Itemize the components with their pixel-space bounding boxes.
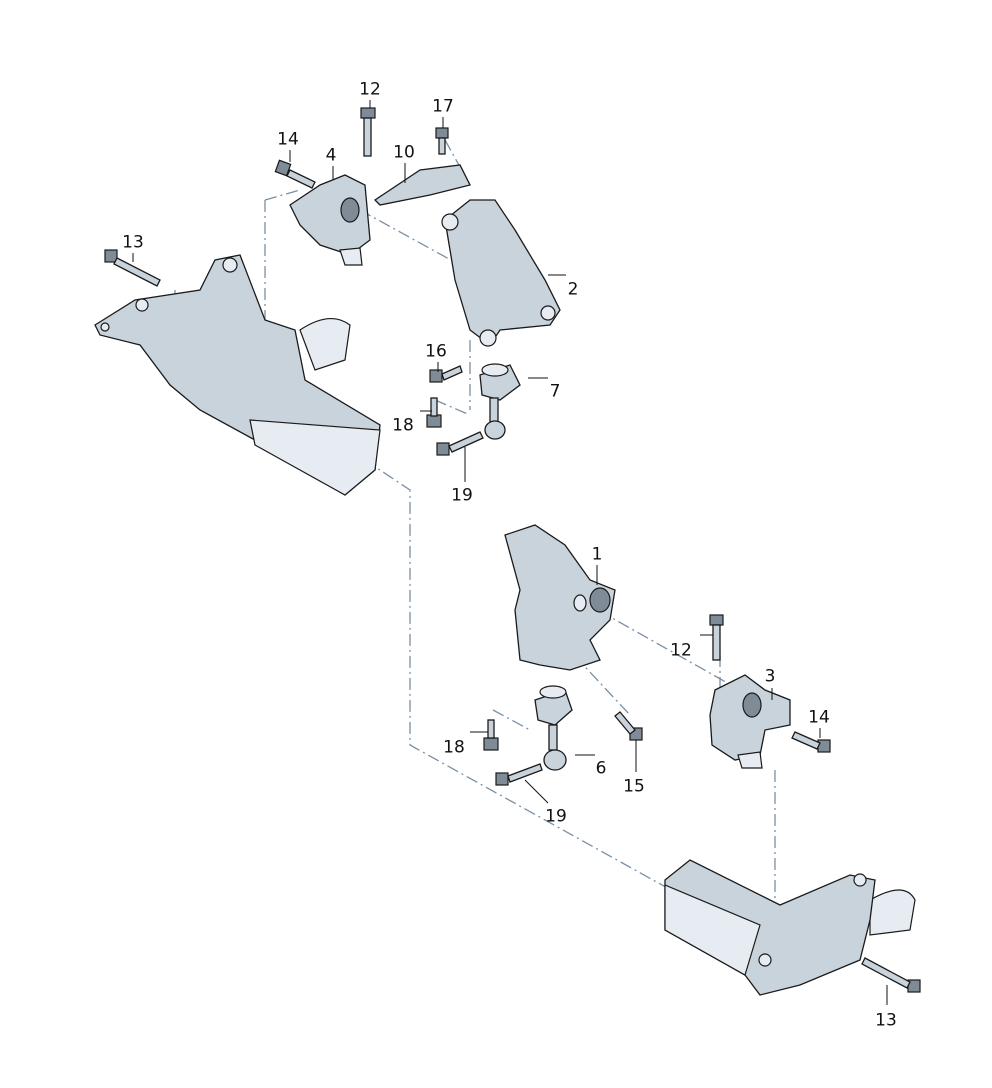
bolt-14-top [274, 159, 316, 189]
callout-14: 14 [277, 129, 299, 150]
bolt-19-top [436, 431, 484, 456]
callout-13-lower: 13 [875, 1010, 897, 1031]
callout-2: 2 [567, 279, 579, 300]
callout-18: 18 [392, 415, 414, 436]
callout-13: 13 [122, 232, 144, 253]
subframe-left [94, 254, 381, 496]
callout-7: 7 [549, 381, 561, 402]
torque-support-7 [479, 363, 521, 440]
callout-1: 1 [591, 544, 603, 565]
bolt-18-bottom [483, 719, 499, 751]
callout-10: 10 [393, 142, 415, 163]
bolt-12-top [360, 107, 376, 157]
bolts [104, 107, 921, 993]
callout-19: 19 [451, 485, 473, 506]
callout-12-lower: 12 [670, 640, 692, 661]
engine-mount-3 [709, 674, 791, 769]
callout-16: 16 [425, 341, 447, 362]
bolt-19-bottom [495, 763, 543, 786]
torque-support-6 [534, 685, 573, 771]
bolt-16 [429, 365, 463, 383]
bolt-17 [435, 127, 449, 155]
callout-14-lower: 14 [808, 707, 830, 728]
callout-15: 15 [623, 776, 645, 797]
subframe-right [664, 859, 916, 996]
bolt-15 [614, 711, 643, 741]
bolt-12-bottom [709, 614, 724, 661]
callout-12: 12 [359, 79, 381, 100]
bracket-2 [441, 199, 561, 347]
heat-shield-10 [373, 164, 471, 206]
callout-18-lower: 18 [443, 737, 465, 758]
bolt-14-bottom [791, 731, 831, 753]
engine-mount-4 [289, 174, 371, 266]
callout-6: 6 [595, 758, 607, 779]
callout-4: 4 [325, 145, 337, 166]
callout-17: 17 [432, 96, 454, 117]
leader-lines [132, 100, 888, 1005]
bolt-13-bottom [861, 957, 921, 993]
bracket-1 [504, 524, 616, 671]
callout-3: 3 [764, 666, 776, 687]
bolt-18-top [426, 397, 442, 428]
callout-19-lower: 19 [545, 806, 567, 827]
bolt-13-top [104, 249, 161, 287]
